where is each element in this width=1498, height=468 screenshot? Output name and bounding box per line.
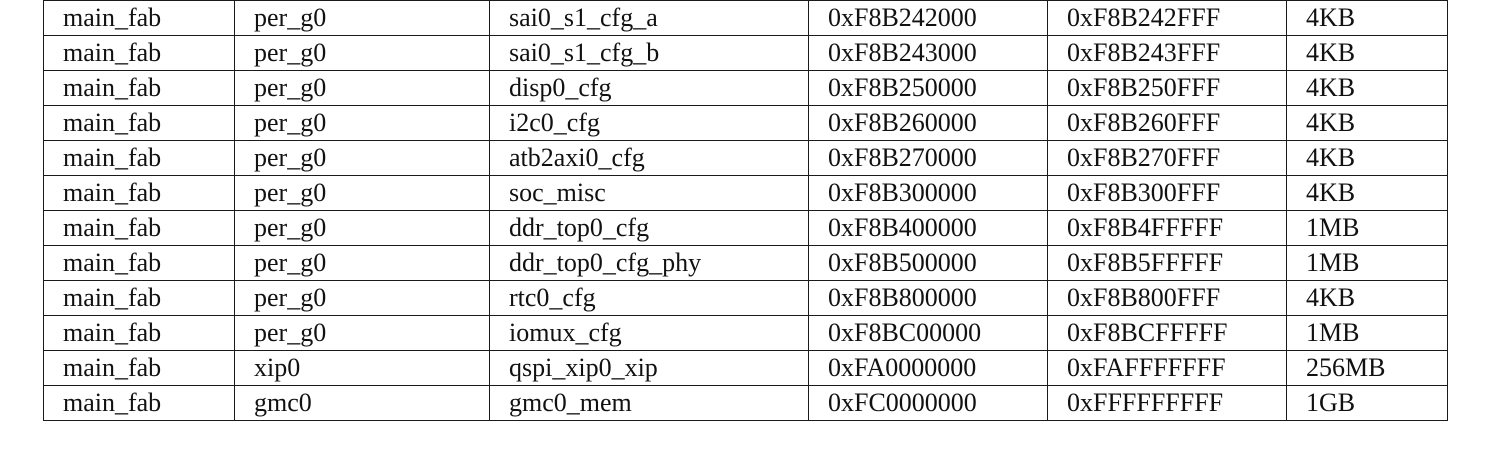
cell-region-name: iomux_cfg: [489, 315, 809, 351]
cell-end-address: 0xF8B5FFFFF: [1047, 245, 1287, 281]
address-map-table: main_fab per_g0 sai0_s1_cfg_a 0xF8B24200…: [43, 0, 1448, 421]
table-row: main_fab per_g0 rtc0_cfg 0xF8B800000 0xF…: [43, 280, 1448, 316]
cell-start-address: 0xF8B500000: [808, 245, 1048, 281]
cell-size: 4KB: [1286, 140, 1448, 176]
table-row: main_fab per_g0 soc_misc 0xF8B300000 0xF…: [43, 175, 1448, 211]
cell-fabric: main_fab: [43, 175, 235, 211]
cell-group: per_g0: [234, 140, 490, 176]
cell-end-address: 0xF8B300FFF: [1047, 175, 1287, 211]
table-row: main_fab per_g0 ddr_top0_cfg_phy 0xF8B50…: [43, 245, 1448, 281]
cell-group: per_g0: [234, 175, 490, 211]
cell-fabric: main_fab: [43, 315, 235, 351]
cell-end-address: 0xFFFFFFFFF: [1047, 385, 1287, 421]
cell-group: per_g0: [234, 70, 490, 106]
cell-end-address: 0xF8B260FFF: [1047, 105, 1287, 141]
table-row: main_fab per_g0 sai0_s1_cfg_a 0xF8B24200…: [43, 0, 1448, 36]
cell-region-name: disp0_cfg: [489, 70, 809, 106]
cell-end-address: 0xFAFFFFFFF: [1047, 350, 1287, 386]
cell-size: 4KB: [1286, 175, 1448, 211]
cell-size: 1MB: [1286, 245, 1448, 281]
cell-group: per_g0: [234, 280, 490, 316]
cell-start-address: 0xF8B250000: [808, 70, 1048, 106]
cell-region-name: ddr_top0_cfg_phy: [489, 245, 809, 281]
cell-start-address: 0xF8B270000: [808, 140, 1048, 176]
cell-fabric: main_fab: [43, 35, 235, 71]
cell-group: xip0: [234, 350, 490, 386]
cell-fabric: main_fab: [43, 70, 235, 106]
cell-size: 4KB: [1286, 105, 1448, 141]
cell-start-address: 0xF8B243000: [808, 35, 1048, 71]
cell-group: per_g0: [234, 105, 490, 141]
cell-size: 4KB: [1286, 0, 1448, 36]
cell-region-name: rtc0_cfg: [489, 280, 809, 316]
table-row: main_fab per_g0 ddr_top0_cfg 0xF8B400000…: [43, 210, 1448, 246]
cell-fabric: main_fab: [43, 140, 235, 176]
cell-region-name: ddr_top0_cfg: [489, 210, 809, 246]
cell-group: per_g0: [234, 245, 490, 281]
cell-end-address: 0xF8B243FFF: [1047, 35, 1287, 71]
cell-start-address: 0xF8BC00000: [808, 315, 1048, 351]
table-row: main_fab per_g0 i2c0_cfg 0xF8B260000 0xF…: [43, 105, 1448, 141]
cell-end-address: 0xF8B800FFF: [1047, 280, 1287, 316]
cell-fabric: main_fab: [43, 385, 235, 421]
cell-fabric: main_fab: [43, 280, 235, 316]
address-map-table-container: main_fab per_g0 sai0_s1_cfg_a 0xF8B24200…: [43, 0, 1448, 421]
cell-end-address: 0xF8B270FFF: [1047, 140, 1287, 176]
cell-start-address: 0xF8B300000: [808, 175, 1048, 211]
cell-fabric: main_fab: [43, 210, 235, 246]
cell-fabric: main_fab: [43, 350, 235, 386]
cell-end-address: 0xF8B4FFFFF: [1047, 210, 1287, 246]
table-row: main_fab per_g0 sai0_s1_cfg_b 0xF8B24300…: [43, 35, 1448, 71]
cell-fabric: main_fab: [43, 105, 235, 141]
cell-start-address: 0xF8B260000: [808, 105, 1048, 141]
cell-start-address: 0xFA0000000: [808, 350, 1048, 386]
table-row: main_fab per_g0 atb2axi0_cfg 0xF8B270000…: [43, 140, 1448, 176]
cell-start-address: 0xF8B800000: [808, 280, 1048, 316]
cell-size: 1GB: [1286, 385, 1448, 421]
cell-fabric: main_fab: [43, 0, 235, 36]
cell-start-address: 0xFC0000000: [808, 385, 1048, 421]
cell-start-address: 0xF8B242000: [808, 0, 1048, 36]
table-row: main_fab per_g0 disp0_cfg 0xF8B250000 0x…: [43, 70, 1448, 106]
table-row: main_fab per_g0 iomux_cfg 0xF8BC00000 0x…: [43, 315, 1448, 351]
cell-size: 256MB: [1286, 350, 1448, 386]
cell-size: 1MB: [1286, 210, 1448, 246]
cell-size: 1MB: [1286, 315, 1448, 351]
table-row: main_fab gmc0 gmc0_mem 0xFC0000000 0xFFF…: [43, 385, 1448, 421]
cell-region-name: i2c0_cfg: [489, 105, 809, 141]
cell-region-name: gmc0_mem: [489, 385, 809, 421]
cell-fabric: main_fab: [43, 245, 235, 281]
cell-start-address: 0xF8B400000: [808, 210, 1048, 246]
cell-region-name: sai0_s1_cfg_b: [489, 35, 809, 71]
cell-group: gmc0: [234, 385, 490, 421]
cell-group: per_g0: [234, 35, 490, 71]
cell-group: per_g0: [234, 0, 490, 36]
cell-group: per_g0: [234, 315, 490, 351]
cell-end-address: 0xF8B242FFF: [1047, 0, 1287, 36]
cell-group: per_g0: [234, 210, 490, 246]
cell-size: 4KB: [1286, 280, 1448, 316]
cell-region-name: atb2axi0_cfg: [489, 140, 809, 176]
cell-size: 4KB: [1286, 70, 1448, 106]
table-row: main_fab xip0 qspi_xip0_xip 0xFA0000000 …: [43, 350, 1448, 386]
cell-region-name: qspi_xip0_xip: [489, 350, 809, 386]
cell-size: 4KB: [1286, 35, 1448, 71]
cell-region-name: soc_misc: [489, 175, 809, 211]
cell-end-address: 0xF8BCFFFFF: [1047, 315, 1287, 351]
address-map-table-body: main_fab per_g0 sai0_s1_cfg_a 0xF8B24200…: [43, 0, 1448, 421]
cell-region-name: sai0_s1_cfg_a: [489, 0, 809, 36]
cell-end-address: 0xF8B250FFF: [1047, 70, 1287, 106]
